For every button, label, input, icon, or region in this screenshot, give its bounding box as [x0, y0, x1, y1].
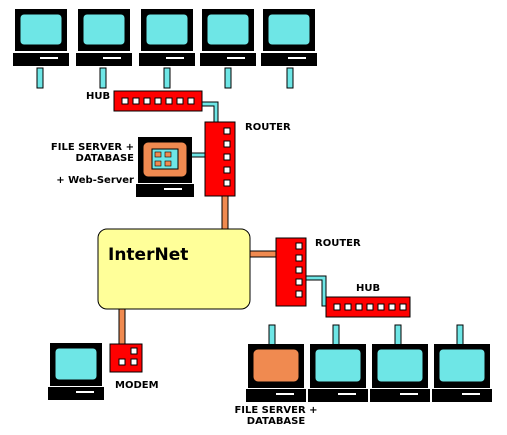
- hub-top-label: HUB: [86, 91, 111, 102]
- internet-cloud: [97, 228, 251, 310]
- router-bottom-label: ROUTER: [315, 238, 361, 249]
- hub-bottom-label: HUB: [356, 283, 381, 294]
- file-server-bottom-label-2: DATABASE: [246, 416, 306, 427]
- top-computer-1: [13, 9, 69, 66]
- router-to-internet-link: [221, 195, 229, 231]
- internet-label: InterNet: [108, 245, 189, 265]
- top-lan-drops: [36, 67, 294, 89]
- internet-to-router-link: [247, 250, 279, 258]
- bottom-hub: [325, 296, 411, 318]
- top-file-server: [136, 137, 194, 197]
- bottom-computer-3: [432, 344, 492, 402]
- top-computer-2: [76, 9, 132, 66]
- top-hub: [113, 90, 203, 112]
- top-computer-4: [200, 9, 256, 66]
- modem: [109, 343, 143, 373]
- router-top-label: ROUTER: [245, 122, 291, 133]
- bottom-file-server: [246, 344, 306, 402]
- modem-label: MODEM: [115, 380, 159, 391]
- bottom-computer-1: [308, 344, 368, 402]
- top-computer-3: [139, 9, 195, 66]
- top-router: [204, 121, 236, 197]
- file-server-bottom-label-1: FILE SERVER +: [234, 405, 318, 416]
- bottom-lan-drops: [268, 324, 464, 346]
- web-server-label: + Web-Server: [56, 175, 134, 186]
- modem-computer: [48, 343, 104, 400]
- top-computer-5: [261, 9, 317, 66]
- internet-to-modem-link: [118, 307, 126, 346]
- bottom-router: [275, 237, 307, 307]
- bottom-computer-2: [370, 344, 430, 402]
- file-server-top-label-1: FILE SERVER +: [50, 142, 134, 153]
- file-server-top-label-2: DATABASE: [75, 153, 134, 164]
